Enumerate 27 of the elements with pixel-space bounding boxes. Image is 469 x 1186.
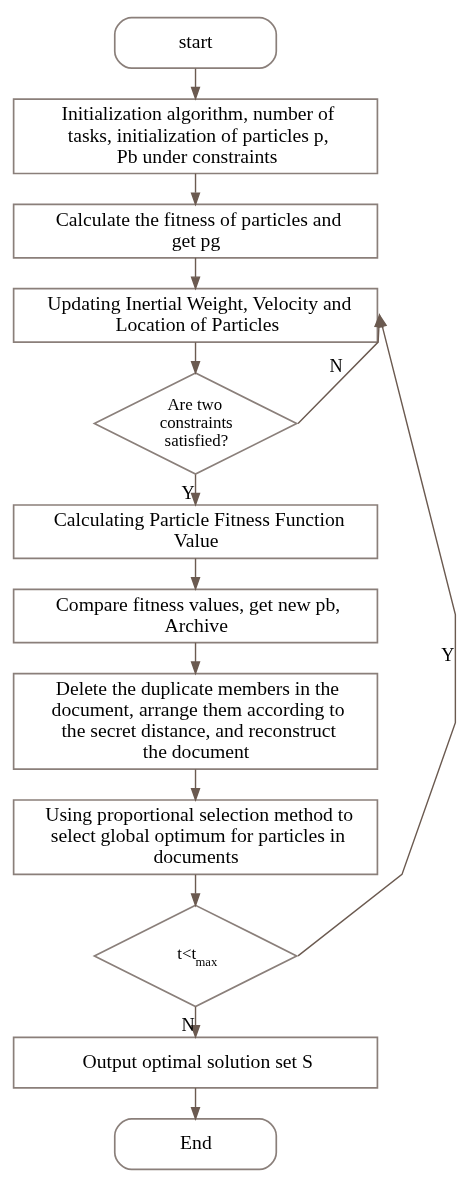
arrow — [190, 1005, 201, 1039]
arrow — [190, 67, 201, 101]
arrow — [190, 473, 201, 507]
arrow — [190, 557, 201, 591]
node-box: start — [113, 16, 278, 69]
node-box: Calculate the fitness of particles and get pg — [12, 203, 379, 259]
arrow — [190, 1086, 201, 1121]
edge-label: Y — [181, 482, 195, 503]
node-box: Compare fitness values, get new pb, Archive — [12, 587, 379, 643]
node-box: Delete the duplicate members in the document, arrange them according to the secret distance, and reconstruct the document — [12, 672, 379, 770]
edge-label: N — [329, 355, 343, 376]
node-box: Output optimal solution set S — [12, 1036, 379, 1089]
arrow — [190, 873, 201, 907]
node-box: Calculating Particle Fitness Function Value — [12, 503, 379, 559]
node-box: Initialization algorithm, number of tasks, initialization of particles p, Pb under constraints — [12, 97, 379, 174]
node-box: End — [113, 1117, 278, 1170]
arrow — [190, 641, 201, 675]
node-box: Using proportional selection method to select global optimum for particles in documents — [12, 798, 379, 875]
node-diamond: Are two constraints satisfied? — [92, 371, 299, 475]
edge-label: Y — [441, 644, 455, 665]
arrow — [190, 172, 201, 206]
arrow — [190, 768, 201, 802]
arrow — [190, 341, 201, 375]
arrow — [190, 256, 201, 290]
node-diamond: t<t$_{max}$ — [92, 903, 299, 1007]
node-box: Updating Inertial Weight, Velocity and Location of Particles — [12, 287, 379, 343]
edge-label: N — [181, 1014, 195, 1035]
